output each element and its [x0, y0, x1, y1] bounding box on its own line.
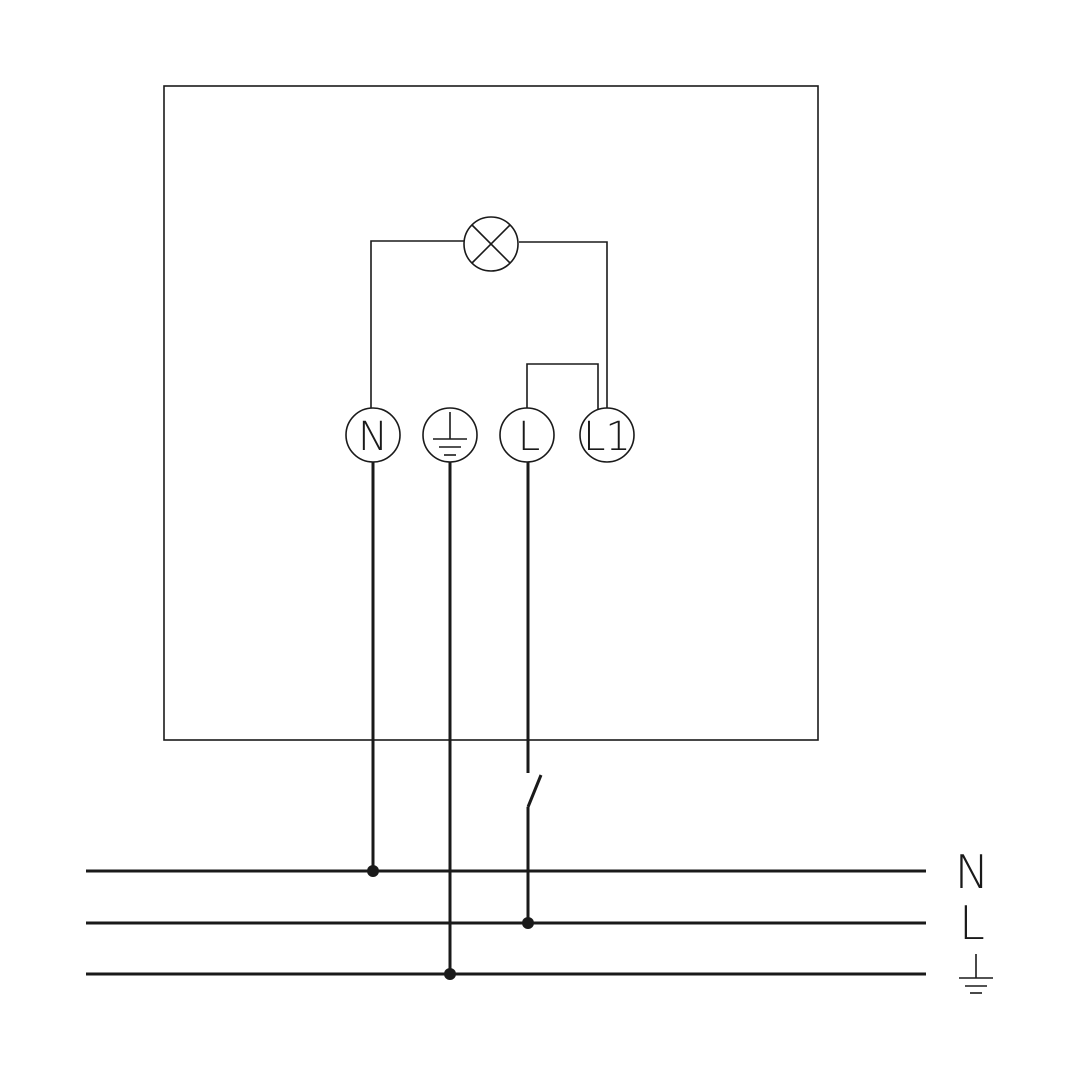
junction-live — [522, 917, 534, 929]
terminal-l1-label: L1 — [583, 414, 631, 460]
earth-ground-icon — [433, 412, 467, 456]
terminal-l-label: L — [518, 414, 540, 460]
bus-label-l: L — [959, 896, 985, 950]
junction-neutral — [367, 865, 379, 877]
terminal-l: L — [499, 407, 555, 463]
terminal-earth — [422, 407, 478, 463]
lamp-icon — [463, 216, 519, 272]
terminal-n-label: N — [358, 414, 388, 460]
bus-earth-ground-icon — [959, 954, 993, 994]
terminal-n: N — [345, 407, 401, 463]
wire-n-to-lamp — [370, 240, 465, 408]
switch-icon — [526, 774, 543, 808]
junction-earth — [444, 968, 456, 980]
wire-lamp-to-l1 — [519, 241, 608, 409]
device-enclosure — [163, 85, 819, 741]
wire-l-bridge — [526, 363, 599, 409]
terminal-l1: L1 — [579, 407, 635, 463]
bus-label-n: N — [955, 845, 989, 899]
